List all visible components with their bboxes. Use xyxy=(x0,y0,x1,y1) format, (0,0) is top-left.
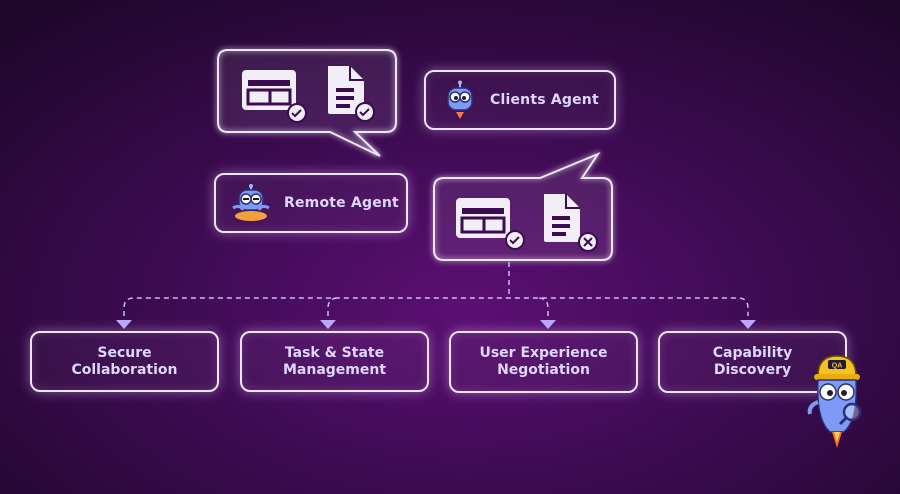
capability-discovery-box: Capability Discovery xyxy=(658,331,847,393)
robot-mascot-icon xyxy=(447,80,473,119)
remote-agent-card: Remote Agent xyxy=(214,173,408,233)
task-state-management-box: Task & State Management xyxy=(240,331,429,392)
arrowhead-task xyxy=(320,320,336,329)
document-check-icon xyxy=(328,66,375,122)
category-label: Capability Discovery xyxy=(712,345,793,378)
remote-agent-label: Remote Agent xyxy=(284,195,399,211)
dashed-connector-lines xyxy=(123,262,749,316)
table-check-icon xyxy=(456,198,525,250)
clients-agent-card: Clients Agent xyxy=(424,70,616,130)
secure-collaboration-box: Secure Collaboration xyxy=(30,331,219,392)
arrowhead-ux xyxy=(540,320,556,329)
user-experience-negotiation-box: User Experience Negotiation xyxy=(449,331,638,393)
clients-agent-label: Clients Agent xyxy=(490,92,599,108)
qa-badge-text: QA xyxy=(832,363,843,370)
document-x-icon xyxy=(544,194,598,252)
qa-robot-mascot: QA xyxy=(807,355,862,448)
arrowhead-secure xyxy=(116,320,132,329)
category-label: User Experience Negotiation xyxy=(479,345,608,378)
category-label: Task & State Management xyxy=(282,344,387,378)
category-label: Secure Collaboration xyxy=(71,344,178,378)
meditating-robot-icon xyxy=(232,184,270,221)
arrowhead-capability xyxy=(740,320,756,329)
table-check-icon xyxy=(242,70,307,123)
